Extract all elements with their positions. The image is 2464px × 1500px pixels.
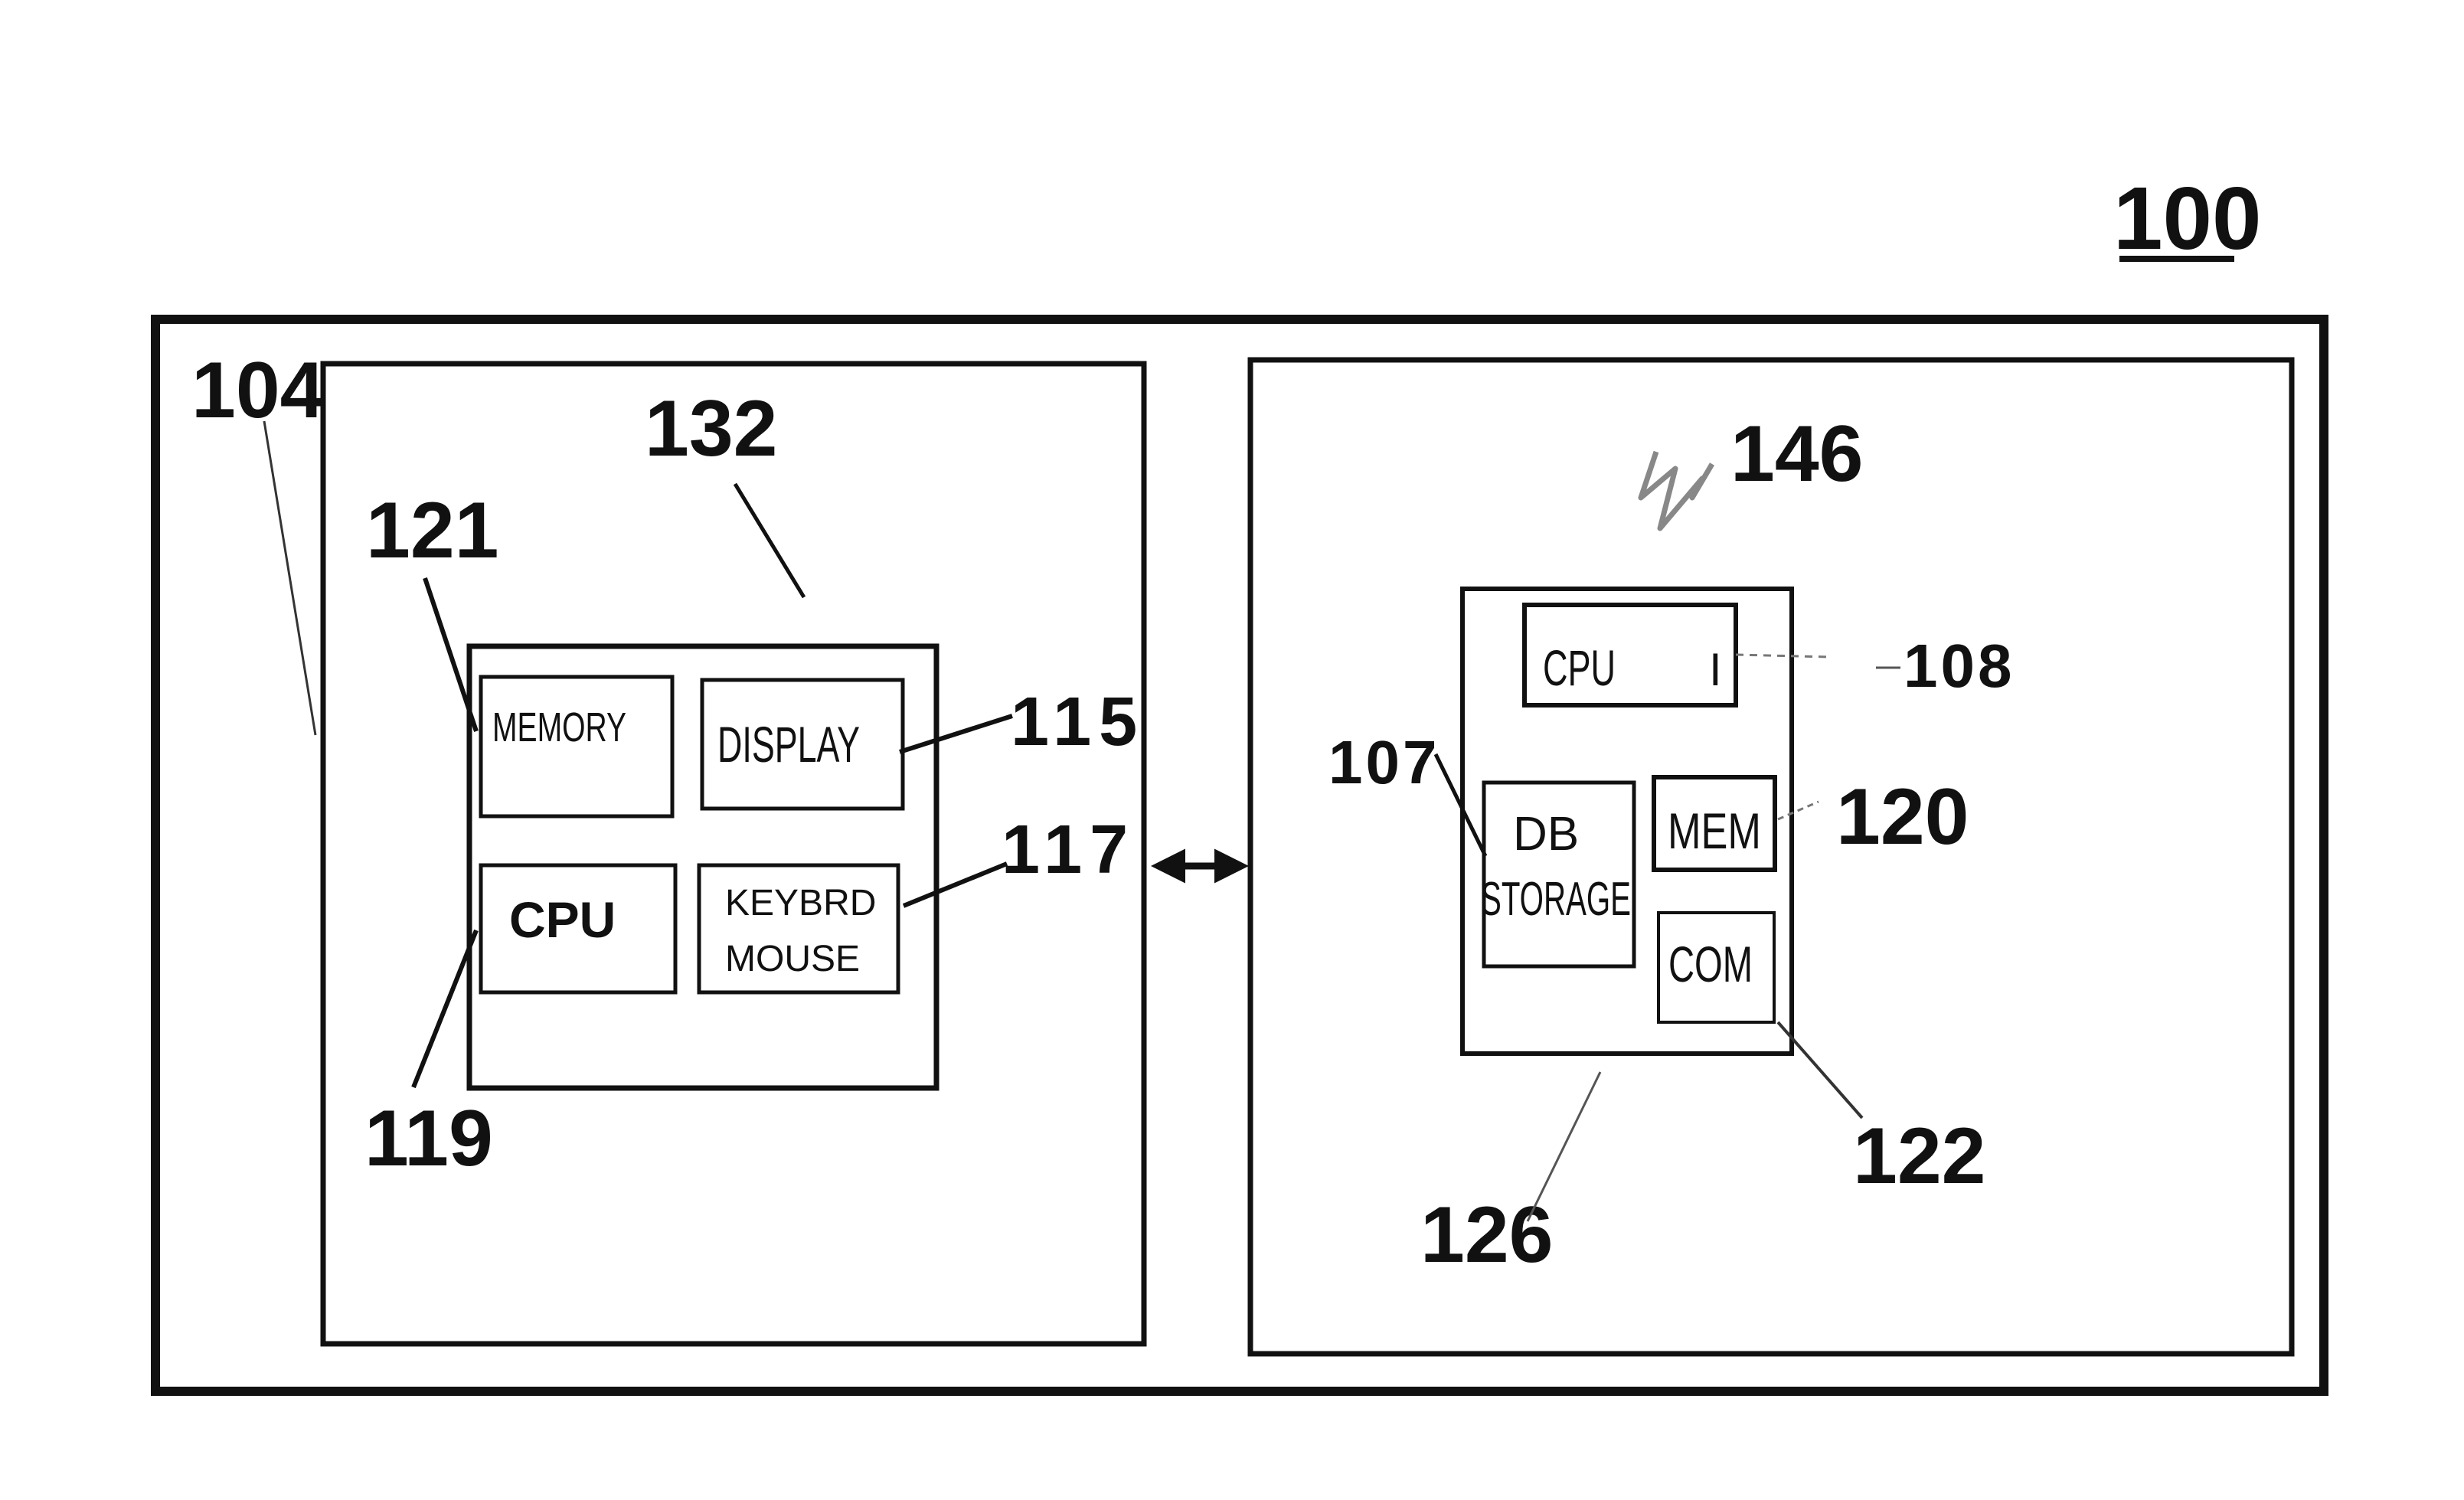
leader-126 bbox=[1528, 1072, 1600, 1221]
leader-122 bbox=[1778, 1022, 1862, 1118]
server-cpu-label: CPU bbox=[1543, 639, 1616, 696]
label-104: 104 bbox=[191, 346, 325, 435]
label-115: 115 bbox=[1011, 684, 1145, 760]
leader-132 bbox=[735, 484, 804, 597]
server-cpu-marker: I bbox=[1709, 644, 1722, 695]
display-label: DISPLAY bbox=[717, 716, 860, 773]
label-146: 146 bbox=[1730, 410, 1864, 498]
keyboard-label: KEYBRD bbox=[725, 883, 876, 923]
mouse-label: MOUSE bbox=[725, 939, 860, 979]
label-121: 121 bbox=[366, 486, 499, 575]
network-signal-icon bbox=[1641, 452, 1712, 528]
db-label: DB bbox=[1513, 808, 1579, 861]
leader-120 bbox=[1778, 802, 1819, 819]
client-cpu-label: CPU bbox=[509, 891, 616, 948]
server-mem-label: MEM bbox=[1668, 802, 1761, 859]
label-120: 120 bbox=[1836, 773, 1969, 861]
outer-system-box bbox=[155, 319, 2324, 1391]
server-box bbox=[1250, 360, 2292, 1354]
leader-104 bbox=[264, 421, 315, 735]
label-117: 117 bbox=[1002, 812, 1136, 888]
memory-label: MEMORY bbox=[492, 704, 626, 750]
leader-117 bbox=[904, 864, 1007, 906]
label-126: 126 bbox=[1420, 1191, 1554, 1279]
label-119: 119 bbox=[364, 1094, 493, 1183]
com-label: COM bbox=[1668, 936, 1753, 992]
label-122: 122 bbox=[1853, 1112, 1986, 1201]
figure-number: 100 bbox=[2113, 168, 2262, 268]
label-108: 108 bbox=[1904, 632, 2015, 700]
label-107: 107 bbox=[1328, 728, 1440, 796]
leader-108 bbox=[1736, 655, 1830, 657]
label-132: 132 bbox=[645, 384, 778, 473]
storage-label: STORAGE bbox=[1481, 873, 1631, 926]
leader-115 bbox=[900, 716, 1012, 752]
